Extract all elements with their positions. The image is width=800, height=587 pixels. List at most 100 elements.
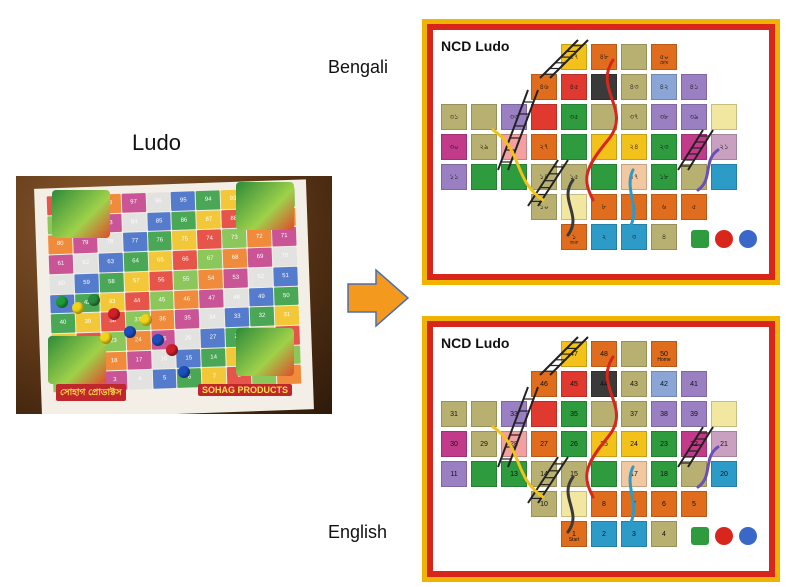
board-square-17: 17	[621, 461, 647, 487]
board-title: NCD Ludo	[441, 38, 510, 54]
game-token	[178, 366, 190, 378]
photo-board-square: 62	[73, 253, 99, 274]
board-square-38: ৩৮	[651, 104, 677, 130]
bird-illustration-bottom-left	[48, 336, 106, 384]
photo-board-square: 95	[171, 191, 196, 211]
photo-board-square: 61	[48, 254, 74, 275]
photo-board-square: 52	[248, 267, 274, 287]
photo-board-square: 70	[272, 246, 298, 267]
board-square-34	[531, 104, 557, 130]
bird-illustration-bottom-right	[236, 328, 294, 376]
photo-board-square: 51	[273, 266, 298, 287]
ladder-icon	[539, 39, 589, 79]
board-square-50: ৫০	[651, 44, 677, 70]
board-square-29: ২৯	[471, 134, 497, 160]
snake-icon	[585, 355, 618, 499]
board-square-4: 4	[651, 521, 677, 547]
board-square-20: 20	[711, 461, 737, 487]
board-square-9	[561, 194, 587, 220]
board-square-18: ১৮	[651, 164, 677, 190]
game-token	[166, 344, 178, 356]
board-square-45: 45	[561, 371, 587, 397]
photo-board-square: 87	[196, 210, 222, 230]
board-square-2: 2	[591, 521, 617, 547]
organization-logo	[739, 230, 757, 248]
board-square-9	[561, 491, 587, 517]
photo-label: Ludo	[132, 130, 181, 155]
board-square-26	[561, 134, 587, 160]
english-label: English	[328, 522, 388, 542]
board-square-16	[591, 461, 617, 487]
board-title: NCD Ludo	[441, 335, 510, 351]
ladder-icon	[527, 456, 569, 504]
board-square-41: ৪১	[681, 74, 707, 100]
board-square-24: ২৪	[621, 134, 647, 160]
photo-board-square: 60	[49, 274, 74, 294]
photo-board-square: 48	[224, 287, 249, 308]
board-square-44	[591, 74, 617, 100]
board-square-27: 27	[531, 431, 557, 457]
photo-board-square: 57	[124, 271, 149, 292]
start-label: Start	[568, 537, 580, 543]
board-square-15: ১৫	[561, 164, 587, 190]
board-square-8: 8	[591, 491, 617, 517]
board-square-35: 35	[561, 401, 587, 427]
bird-illustration-top-left	[52, 190, 110, 238]
board-square-26: 26	[561, 431, 587, 457]
ladder-icon	[497, 89, 539, 171]
board-square-30: 30	[441, 431, 467, 457]
board-square-24: 24	[621, 431, 647, 457]
photo-board-square: 76	[147, 231, 173, 251]
ladder-icon	[527, 159, 569, 207]
snake-icon	[491, 425, 545, 499]
photo-board-square: 56	[148, 270, 174, 291]
photo-board-square: 14	[201, 347, 226, 368]
photo-board-square: 15	[176, 348, 202, 369]
ladder-icon	[677, 426, 714, 468]
home-label: হোম	[659, 60, 669, 66]
board-square-18: 18	[651, 461, 677, 487]
board-square-5: 5	[681, 491, 707, 517]
game-token	[100, 332, 112, 344]
board-square-12	[471, 164, 497, 190]
board-square-21: ২১	[711, 134, 737, 160]
board-square-23: ২৩	[651, 134, 677, 160]
heart-logo	[715, 527, 733, 545]
photo-board-square: 58	[99, 272, 124, 293]
snake-icon	[566, 475, 575, 534]
photo-board-square: 77	[122, 232, 148, 252]
snakes-and-ladders-overlay	[491, 336, 720, 534]
board-square-3: ৩	[621, 224, 647, 250]
game-token	[56, 296, 68, 308]
photo-board-square: 50	[274, 286, 299, 306]
photo-board-square: 4	[127, 370, 153, 390]
board-square-48: 48	[591, 341, 617, 367]
board-square-12	[471, 461, 497, 487]
photo-board-square: 84	[121, 212, 147, 233]
board-square-45: ৪৫	[561, 74, 587, 100]
photo-board-square: 75	[172, 230, 197, 251]
photo-board-square: 32	[249, 306, 275, 327]
game-token	[140, 314, 152, 326]
snake-icon	[585, 58, 618, 202]
snake-icon	[696, 445, 720, 489]
home-label: Home	[657, 357, 671, 363]
photo-board-square: 26	[175, 329, 201, 349]
board-square-49	[621, 44, 647, 70]
snake-icon	[626, 168, 636, 232]
board-square-39: 39	[681, 401, 707, 427]
photo-board-square: 47	[199, 288, 224, 309]
hospital-logo	[691, 527, 709, 545]
board-square-34	[531, 401, 557, 427]
photo-board-square: 59	[74, 273, 99, 293]
board-square-29: 29	[471, 431, 497, 457]
game-token	[72, 302, 84, 314]
bird-illustration-top-right	[236, 182, 294, 230]
photo-board-square: 44	[124, 291, 150, 311]
snake-icon	[696, 148, 720, 192]
brand-text-bengali: সোহাগ প্রোডাক্টস	[56, 384, 126, 401]
ladder-icon	[497, 386, 539, 468]
photo-board-square: 53	[223, 268, 249, 288]
board-square-5: ৫	[681, 194, 707, 220]
